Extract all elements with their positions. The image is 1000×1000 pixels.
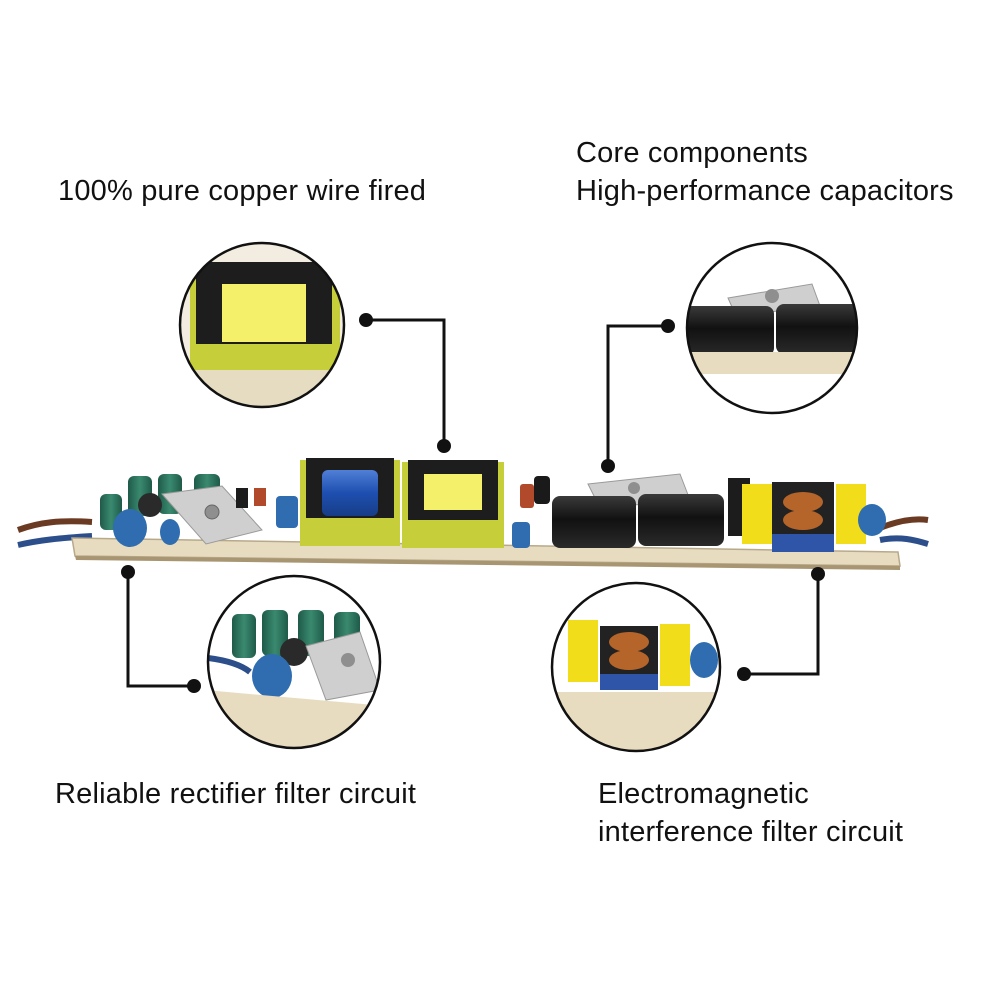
zoom-circle-rectifier [206, 574, 382, 750]
zoom-circle-transformer [178, 241, 346, 409]
main-pcb-board [16, 458, 929, 570]
emi-filter-section [728, 478, 886, 552]
small-resistor [520, 484, 534, 508]
blue-capacitor [512, 522, 530, 548]
caption-emi-line-2: interference filter circuit [598, 816, 904, 848]
zoom-green-cap [262, 610, 288, 656]
zoom-electrolytic [776, 304, 857, 354]
zoom-screw [341, 653, 355, 667]
bracket-screw [628, 482, 640, 494]
zoom-yellow-cap [568, 620, 598, 682]
leader-dot [737, 667, 751, 681]
yellow-x-capacitor [742, 484, 772, 544]
blue-disc-capacitor [858, 504, 886, 536]
blue-disc-capacitor [113, 509, 147, 547]
copper-coil [783, 492, 823, 512]
electrolytic-capacitor [638, 494, 724, 546]
leader-dot [437, 439, 451, 453]
small-resistor [254, 488, 266, 506]
transformer-blue [300, 458, 400, 546]
black-inductor [138, 493, 162, 517]
electrolytic-capacitor [552, 496, 636, 548]
wire-right-blue [879, 535, 929, 547]
pcb-edge [75, 556, 900, 570]
blue-capacitor [276, 496, 298, 528]
leader-dot [601, 459, 615, 473]
zoom-circle-emi [550, 581, 722, 753]
caption-copper-text: 100% pure copper wire fired [58, 175, 427, 207]
zoom-green-cap [232, 614, 256, 658]
leader-dot [121, 565, 135, 579]
leader-line-capacitors [606, 324, 668, 466]
zoom-disc-cap [690, 642, 718, 678]
caption-rectifier-text: Reliable rectifier filter circuit [55, 778, 417, 810]
blue-disc-capacitor [160, 519, 180, 545]
caption-rectifier: Reliable rectifier filter circuit [55, 775, 416, 813]
caption-copper-wire: 100% pure copper wire fired [58, 172, 426, 210]
caption-core-line-1: Core components [576, 137, 808, 169]
leader-dots [121, 313, 825, 693]
leader-dot [187, 679, 201, 693]
zoom-disc-cap [252, 654, 292, 698]
small-transistor [236, 488, 248, 508]
electrolytic-capacitors [552, 473, 724, 548]
zoom-yellow-cap [660, 624, 690, 686]
leader-line-copper [366, 318, 446, 446]
transformer-yellow [402, 460, 504, 548]
zoom-circle-capacitors [685, 241, 859, 415]
transformer-winding [322, 470, 378, 516]
zoom-choke-base [600, 674, 658, 690]
choke-base [772, 534, 834, 552]
wire-right-brown [878, 516, 929, 531]
zoom-heatsink [305, 631, 380, 701]
zoom-coil [609, 632, 649, 652]
transformer-winding [424, 474, 482, 510]
leader-lines [126, 318, 820, 688]
leader-line-rectifier [126, 572, 194, 688]
caption-emi-line-1: Electromagnetic [598, 778, 809, 810]
zoom-coil [609, 650, 649, 670]
wire-left-brown [16, 518, 93, 533]
copper-coil [783, 510, 823, 530]
leader-dot [811, 567, 825, 581]
leader-line-emi [744, 574, 820, 676]
leader-dot [359, 313, 373, 327]
leader-dot [661, 319, 675, 333]
zoom-inductor [280, 638, 308, 666]
wire-left-blue [17, 533, 93, 548]
caption-emi-filter: Electromagnetic interference filter circ… [598, 775, 903, 851]
caption-core-components: Core components High-performance capacit… [576, 134, 954, 210]
zoom-screw [765, 289, 779, 303]
zoom-electrolytic [687, 306, 774, 356]
heatsink-screw [204, 504, 220, 520]
zoom-winding [222, 284, 306, 342]
small-capacitor [534, 476, 550, 504]
caption-core-line-2: High-performance capacitors [576, 175, 954, 207]
